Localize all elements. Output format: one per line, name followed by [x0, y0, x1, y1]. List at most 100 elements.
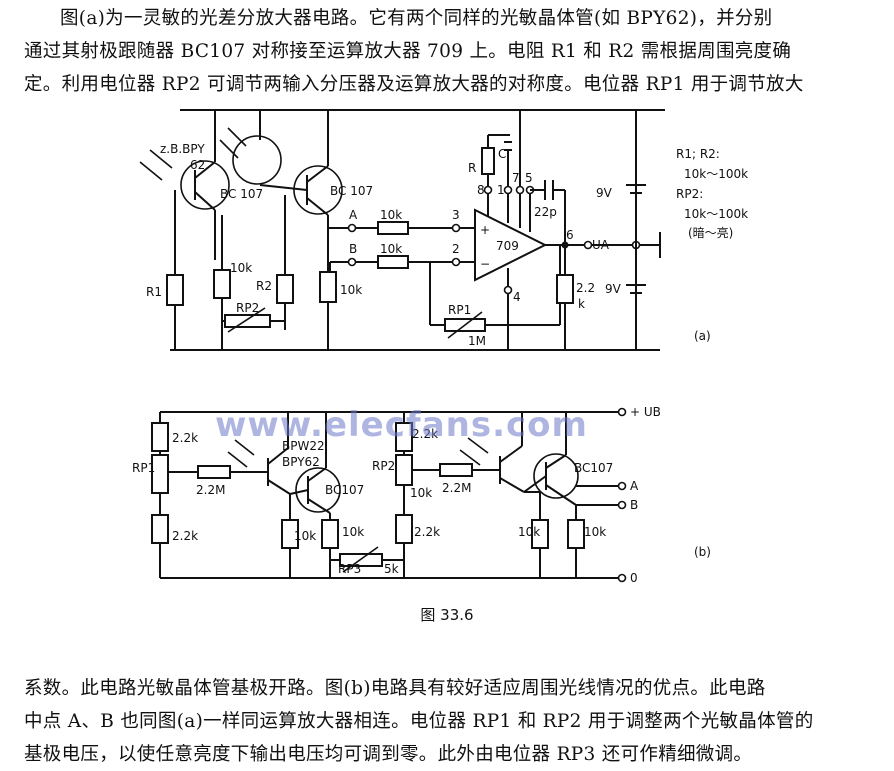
label: 10k: [380, 208, 402, 222]
label: (a): [694, 329, 711, 343]
label: BC107: [574, 461, 613, 475]
closing-paragraph: 系数。此电路光敏晶体管基极开路。图(b)电路具有较好适应周围光线情况的优点。此电…: [24, 672, 870, 771]
label: RP2: [372, 459, 395, 473]
label: 6: [566, 228, 574, 242]
label: BC107: [325, 483, 364, 497]
transistor-2-symbol: [293, 165, 343, 215]
label: UA: [592, 238, 610, 252]
resistor-10k-a: [377, 221, 409, 235]
potentiometer-rp2-b: [395, 454, 413, 486]
resistor-2-2k-mid: [395, 514, 413, 544]
label: BPY62: [282, 455, 320, 469]
label: B: [630, 498, 638, 512]
transistor-right-symbol: [533, 453, 579, 499]
label: 8: [477, 183, 485, 197]
opamp-709: [474, 208, 548, 282]
resistor-10k-b4: [531, 519, 549, 549]
label: 2.2k: [172, 431, 198, 445]
resistor-10k-b5: [567, 519, 585, 549]
resistor-2-2k-mid-top: [395, 422, 413, 452]
label: RP2: [236, 301, 259, 315]
label: 2.2: [576, 281, 595, 295]
figure-caption: 图 33.6: [420, 606, 474, 624]
text-line: 系数。此电路光敏晶体管基极开路。图(b)电路具有较好适应周围光线情况的优点。此电…: [24, 678, 766, 699]
label: 10k: [584, 525, 606, 539]
text-line: 通过其射极跟随器 BC107 对称接至运算放大器 709 上。电阻 R1 和 R…: [24, 41, 792, 62]
text-line: 中点 A、B 也同图(a)一样同运算放大器相连。电位器 RP1 和 RP2 用于…: [24, 711, 814, 732]
label: 10k～100k: [684, 167, 748, 181]
label: 10k: [410, 486, 432, 500]
label: A: [630, 479, 639, 493]
resistor-10k-emitter: [319, 271, 337, 303]
text-line: 定。利用电位器 RP2 可调节两输入分压器及运算放大器的对称度。电位器 RP1 …: [24, 74, 804, 95]
label: 1: [497, 183, 505, 197]
label: 10k～100k: [684, 207, 748, 221]
label: B: [349, 242, 357, 256]
resistor-10k-b: [377, 255, 409, 269]
label: 5k: [384, 562, 399, 576]
label: 1M: [468, 334, 486, 348]
label: 2: [452, 242, 460, 256]
label: 4: [513, 290, 521, 304]
label: 5: [525, 171, 533, 185]
label: 62: [190, 158, 205, 172]
resistor-10k-b1: [281, 519, 299, 549]
label: 709: [496, 239, 519, 253]
label: BPW22: [282, 439, 325, 453]
label: R: [468, 161, 476, 175]
circuit-b: [151, 407, 627, 583]
label: 2.2k: [172, 529, 198, 543]
phototransistor-1-symbol: [180, 160, 230, 210]
label: 10k: [342, 525, 364, 539]
resistor-2-2m-right: [439, 463, 473, 477]
label: A: [349, 208, 358, 222]
label: 2.2M: [442, 481, 471, 495]
label: z.B.BPY: [160, 142, 205, 156]
label: BC 107: [330, 184, 373, 198]
label: 9V: [605, 282, 622, 296]
resistor-2-2m-left: [197, 465, 231, 479]
label: (b): [694, 545, 711, 559]
label: BC 107: [220, 187, 263, 201]
label: R1; R2:: [676, 147, 720, 161]
label: 2.2k: [412, 427, 438, 441]
label: RP1: [448, 303, 471, 317]
label: 10k: [380, 242, 402, 256]
intro-paragraph: 图(a)为一灵敏的光差分放大器电路。它有两个同样的光敏晶体管(如 BPY62)，…: [24, 2, 870, 101]
label: 3: [452, 208, 460, 222]
label: 10k: [518, 525, 540, 539]
resistor-r: [481, 147, 495, 175]
resistor-2-2k: [556, 274, 574, 304]
resistor-10k-left: [213, 269, 231, 299]
label: +: [480, 223, 490, 237]
label: 2.2M: [196, 483, 225, 497]
resistor-r1: [166, 274, 184, 306]
potentiometer-rp1-b: [151, 454, 169, 494]
label: C: [498, 147, 506, 161]
potentiometer-rp2: [224, 314, 271, 328]
label: 10k: [230, 261, 252, 275]
label: RP1: [132, 461, 155, 475]
label: 7: [512, 171, 520, 185]
watermark-text: www.elecfans.com: [215, 405, 588, 445]
label: RP3: [338, 562, 361, 576]
label: R2: [256, 279, 272, 293]
label: R1: [146, 285, 162, 299]
transistor-left-symbol: [295, 467, 341, 513]
label: −: [480, 257, 490, 271]
text-line: 图(a)为一灵敏的光差分放大器电路。它有两个同样的光敏晶体管(如 BPY62)，…: [60, 8, 773, 29]
label: 22p: [534, 205, 557, 219]
phototransistor-2-symbol: [232, 135, 282, 185]
label: 9V: [596, 186, 613, 200]
label: (暗～亮): [688, 225, 733, 240]
resistor-2-2k-top-left: [151, 422, 169, 452]
label: 2.2k: [414, 525, 440, 539]
label: 0: [630, 571, 638, 585]
label: RP2:: [676, 187, 703, 201]
label: 10k: [340, 283, 362, 297]
resistor-r2: [276, 274, 294, 304]
label: 10k: [294, 529, 316, 543]
resistor-10k-b2: [321, 519, 339, 549]
text-line: 基极电压，以使任意亮度下输出电压均可调到零。此外由电位器 RP3 还可作精细微调…: [24, 744, 753, 765]
